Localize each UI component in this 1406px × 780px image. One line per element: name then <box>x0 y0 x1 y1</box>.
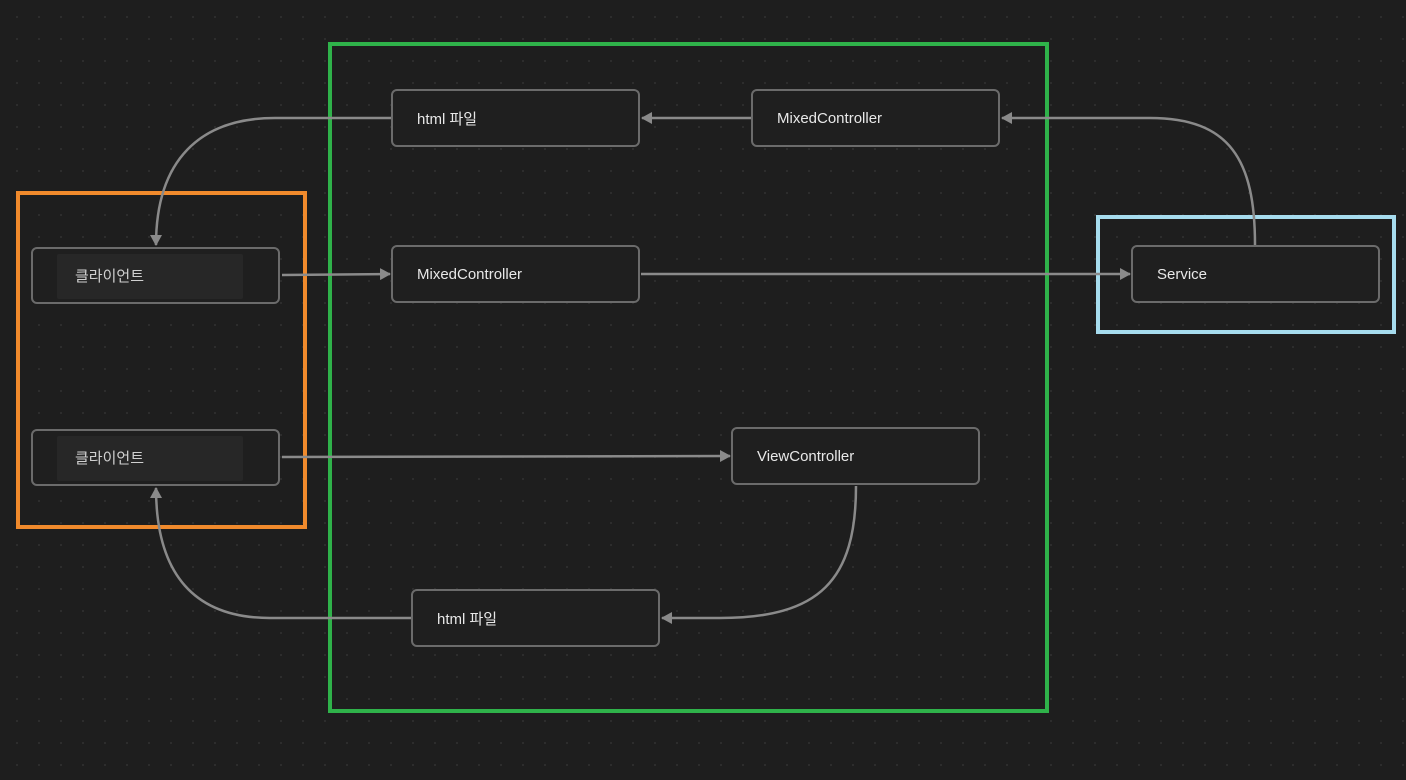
service-label: Service <box>1157 265 1208 283</box>
mixed-controller-node-top[interactable]: MixedController <box>751 89 1000 147</box>
client-label-box <box>57 254 243 299</box>
html-file-node-top[interactable]: html 파일 <box>391 89 640 147</box>
client-label-box <box>57 436 243 481</box>
server-group-frame <box>328 42 1049 713</box>
html-file-label: html 파일 <box>417 110 478 128</box>
client-node-bottom[interactable]: 클라이언트 <box>31 429 280 486</box>
mixed-controller-label: MixedController <box>777 109 883 127</box>
html-file-node-bottom[interactable]: html 파일 <box>411 589 660 647</box>
html-file-label: html 파일 <box>437 610 498 628</box>
mixed-controller-label: MixedController <box>417 265 523 283</box>
client-label: 클라이언트 <box>75 268 145 285</box>
client-node-top[interactable]: 클라이언트 <box>31 247 280 304</box>
view-controller-label: ViewController <box>757 447 855 465</box>
mixed-controller-node-mid[interactable]: MixedController <box>391 245 640 303</box>
service-node[interactable]: Service <box>1131 245 1380 303</box>
client-label: 클라이언트 <box>75 450 145 467</box>
view-controller-node[interactable]: ViewController <box>731 427 980 485</box>
